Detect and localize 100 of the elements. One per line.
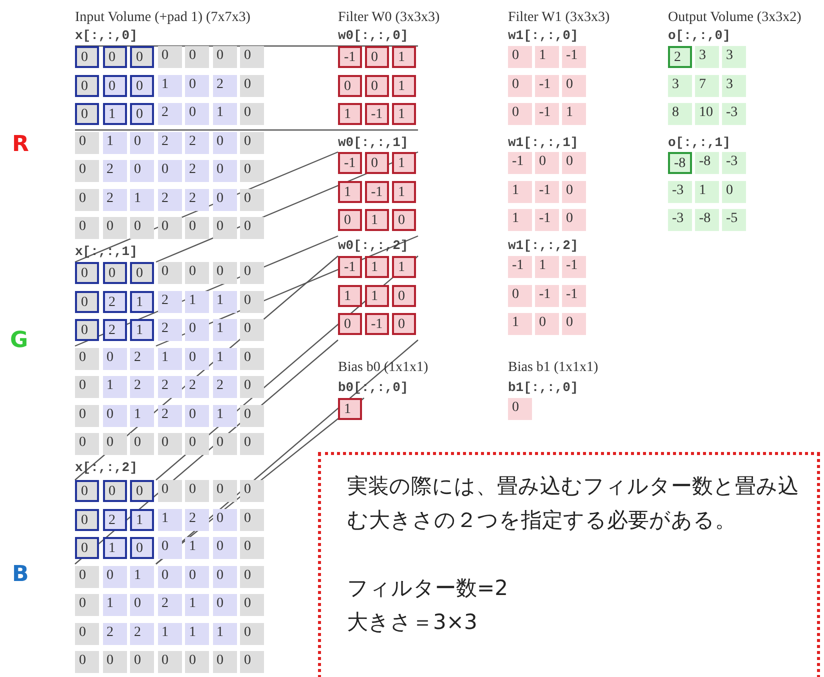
matrix-cell: 2 (102, 319, 126, 341)
matrix-cell: 1 (102, 594, 126, 616)
channel-label: G (10, 328, 28, 353)
matrix-cell: -8 (695, 152, 719, 174)
matrix-cell: 0 (130, 480, 154, 502)
matrix-cell: 0 (130, 74, 154, 96)
matrix-cell: 1 (102, 537, 126, 559)
note-text: フィルター数=2 (347, 575, 509, 602)
matrix-cell: 1 (130, 404, 154, 426)
matrix-cell: 0 (130, 651, 154, 673)
slice-label: w0[:,:,1] (338, 135, 408, 150)
matrix-cell: 0 (102, 348, 126, 370)
matrix-cell: 0 (365, 74, 389, 96)
matrix-cell: 1 (508, 209, 532, 231)
matrix-cell: 0 (212, 262, 236, 284)
matrix-cell: 0 (158, 433, 182, 455)
matrix-cell: -3 (722, 152, 746, 174)
matrix-cell: 1 (392, 152, 416, 174)
matrix-cell: 3 (722, 46, 746, 68)
matrix-cell: 0 (240, 290, 264, 312)
matrix-cell: 0 (562, 180, 586, 202)
matrix-cell: 0 (75, 376, 99, 398)
matrix-cell: 0 (240, 74, 264, 96)
matrix-cell: 0 (240, 132, 264, 154)
matrix-cell: -1 (338, 46, 362, 68)
matrix-cell: 1 (185, 537, 209, 559)
matrix-cell: 0 (75, 188, 99, 210)
section-title: Filter W1 (3x3x3) (508, 10, 610, 26)
matrix-cell: 0 (212, 132, 236, 154)
matrix-cell: 0 (130, 217, 154, 239)
matrix-cell: 0 (185, 651, 209, 673)
matrix-cell: 0 (158, 537, 182, 559)
slice-label: w0[:,:,0] (338, 28, 408, 43)
matrix-cell: 0 (158, 160, 182, 182)
matrix-cell: 0 (240, 348, 264, 370)
matrix-cell: 0 (212, 594, 236, 616)
matrix-cell: 0 (102, 566, 126, 588)
matrix-cell: 0 (240, 103, 264, 125)
matrix-cell: -1 (508, 152, 532, 174)
matrix-cell: 1 (508, 313, 532, 335)
matrix-cell: 0 (212, 566, 236, 588)
matrix-cell: 0 (240, 651, 264, 673)
matrix-cell: 1 (158, 74, 182, 96)
matrix-cell: -1 (562, 284, 586, 306)
matrix-cell: 10 (695, 103, 719, 125)
matrix-cell: 0 (102, 433, 126, 455)
matrix-cell: -1 (535, 284, 559, 306)
matrix-cell: 0 (338, 74, 362, 96)
matrix-cell: 1 (185, 290, 209, 312)
matrix-cell: 1 (392, 180, 416, 202)
matrix-cell: 2 (102, 188, 126, 210)
matrix-cell: 0 (185, 319, 209, 341)
matrix-cell: 0 (212, 537, 236, 559)
matrix-cell: 0 (185, 262, 209, 284)
matrix-cell: -1 (535, 180, 559, 202)
matrix-cell: 0 (212, 46, 236, 68)
matrix-cell: 1 (130, 566, 154, 588)
matrix-cell: 0 (158, 46, 182, 68)
matrix-cell: 0 (185, 433, 209, 455)
matrix-cell: 0 (562, 313, 586, 335)
matrix-cell: 0 (240, 594, 264, 616)
matrix-cell: 0 (240, 217, 264, 239)
matrix-cell: 1 (158, 508, 182, 530)
matrix-cell: 1 (130, 319, 154, 341)
matrix-cell: 0 (212, 217, 236, 239)
section-title: Output Volume (3x3x2) (668, 10, 802, 26)
matrix-cell: 0 (185, 348, 209, 370)
matrix-cell: 0 (508, 46, 532, 68)
matrix-cell: 1 (392, 103, 416, 125)
matrix-cell: 0 (130, 103, 154, 125)
matrix-cell: -3 (668, 209, 692, 231)
matrix-cell: 0 (102, 480, 126, 502)
matrix-cell: 0 (240, 262, 264, 284)
matrix-cell: 3 (695, 46, 719, 68)
matrix-cell: 2 (102, 160, 126, 182)
matrix-cell: 0 (75, 262, 99, 284)
matrix-cell: 1 (562, 103, 586, 125)
matrix-cell: 2 (130, 348, 154, 370)
matrix-cell: 0 (75, 594, 99, 616)
slice-label: w1[:,:,0] (508, 28, 578, 43)
matrix-cell: 0 (75, 508, 99, 530)
matrix-cell: 0 (75, 319, 99, 341)
matrix-cell: 0 (75, 404, 99, 426)
matrix-cell: 0 (75, 348, 99, 370)
matrix-cell: 0 (158, 480, 182, 502)
matrix-cell: 0 (102, 217, 126, 239)
matrix-cell: 0 (185, 404, 209, 426)
matrix-cell: 0 (75, 103, 99, 125)
matrix-cell: 2 (185, 376, 209, 398)
matrix-cell: 1 (185, 622, 209, 644)
matrix-cell: 2 (185, 188, 209, 210)
matrix-cell: 0 (75, 622, 99, 644)
matrix-cell: 0 (75, 480, 99, 502)
matrix-cell: -1 (562, 256, 586, 278)
note-box (318, 452, 820, 677)
matrix-cell: 1 (365, 256, 389, 278)
matrix-cell: 3 (668, 74, 692, 96)
matrix-cell: -1 (535, 103, 559, 125)
matrix-cell: 2 (158, 404, 182, 426)
matrix-cell: 0 (102, 262, 126, 284)
